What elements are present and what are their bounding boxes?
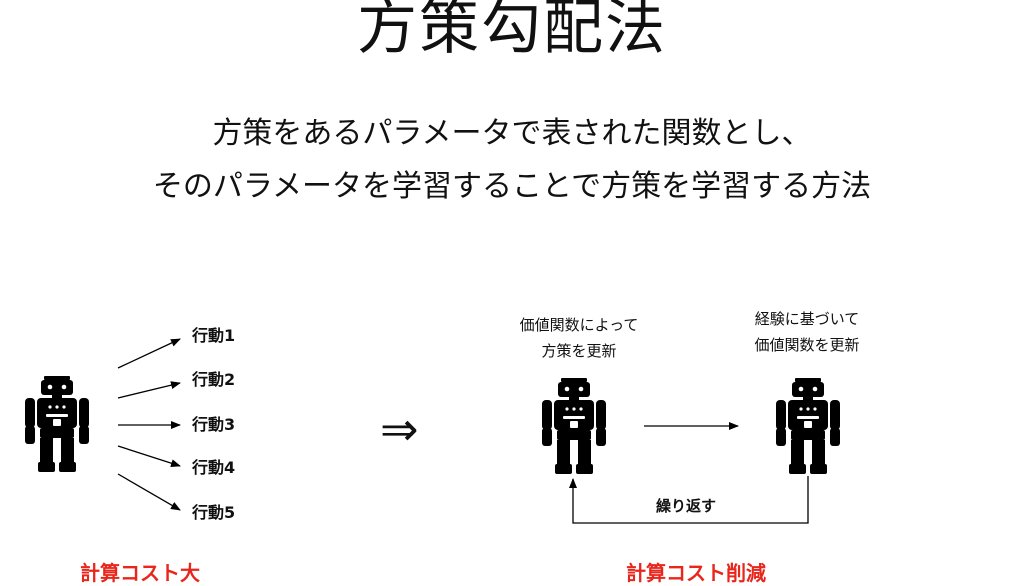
action-arrow-5 — [117, 473, 181, 511]
subtitle-line-2: そのパラメータを学習することで方策を学習する方法 — [152, 169, 872, 204]
implies-arrow: ⇒ — [380, 402, 419, 456]
robot-icon — [776, 378, 840, 474]
action-label-4: 行動4 — [192, 458, 236, 477]
caption-policy-update: 価値関数によって 方策を更新 — [489, 312, 669, 364]
cost-reduced-label: 計算コスト削減 — [626, 561, 766, 585]
caption-value-update: 経験に基づいて 価値関数を更新 — [717, 306, 897, 358]
action-arrow-4 — [117, 445, 181, 468]
action-label-2: 行動2 — [192, 370, 236, 389]
action-arrow-1 — [117, 338, 181, 369]
caption-policy-update-line-2: 方策を更新 — [541, 342, 617, 360]
caption-policy-update-line-1: 価値関数によって — [519, 316, 639, 334]
loop-arrow — [569, 476, 809, 524]
robot-icon — [25, 376, 89, 472]
cost-high-label: 計算コスト大 — [80, 561, 200, 585]
action-arrow-2 — [117, 381, 181, 399]
caption-value-update-line-2: 価値関数を更新 — [754, 336, 860, 354]
loop-label: 繰り返す — [656, 497, 717, 515]
action-label-3: 行動3 — [192, 415, 236, 434]
robot-icon — [542, 378, 606, 474]
slide-title: 方策勾配法 — [357, 0, 667, 63]
action-label-1: 行動1 — [192, 326, 236, 345]
action-label-5: 行動5 — [192, 503, 236, 522]
subtitle-line-1: 方策をあるパラメータで表された関数とし、 — [212, 116, 812, 151]
caption-value-update-line-1: 経験に基づいて — [754, 310, 860, 328]
